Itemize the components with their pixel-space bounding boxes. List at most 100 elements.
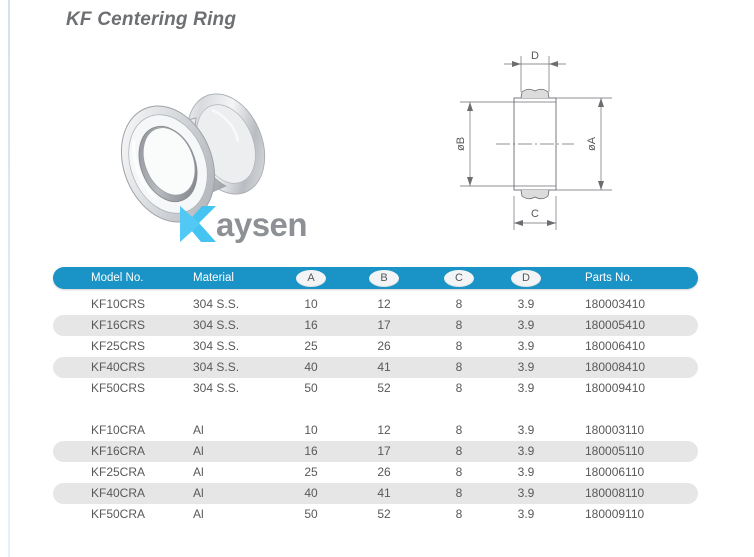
cell-b: 41 (377, 486, 391, 500)
kaysen-logo: aysen (178, 204, 308, 244)
cell-a: 50 (304, 381, 318, 395)
table-row-spacer (53, 399, 698, 420)
cell-model: KF10CRA (91, 423, 146, 437)
cell-b: 41 (377, 360, 391, 374)
cell-parts: 180005110 (585, 444, 645, 458)
specification-table: Model No. Material A B C D Parts No. KF1… (53, 267, 698, 525)
product-image (108, 66, 278, 226)
cell-c: 8 (455, 507, 463, 521)
cell-d: 3.9 (517, 318, 535, 332)
cell-c: 8 (455, 465, 463, 479)
cell-c: 8 (455, 339, 463, 353)
cell-parts: 180003110 (585, 423, 645, 437)
table-row[interactable]: KF50CRA Al 50 52 8 3.9 180009110 (53, 504, 698, 525)
cell-d: 3.9 (517, 360, 535, 374)
cell-a: 50 (304, 507, 318, 521)
cell-model: KF25CRS (91, 339, 146, 353)
column-header-material: Material (193, 272, 234, 284)
cell-b: 17 (377, 444, 391, 458)
cell-a: 40 (304, 486, 318, 500)
cell-parts: 180008410 (585, 360, 646, 374)
cell-b: 52 (377, 381, 391, 395)
cell-c: 8 (455, 444, 463, 458)
cell-b: 17 (377, 318, 391, 332)
page-title: KF Centering Ring (66, 9, 237, 30)
table-row[interactable]: KF50CRS 304 S.S. 50 52 8 3.9 180009410 (53, 378, 698, 399)
cell-d: 3.9 (517, 465, 535, 479)
cell-d: 3.9 (517, 486, 535, 500)
cell-material: 304 S.S. (193, 381, 240, 395)
cell-b: 26 (377, 465, 391, 479)
cell-d: 3.9 (517, 297, 535, 311)
table-row[interactable]: KF25CRS 304 S.S. 25 26 8 3.9 180006410 (53, 336, 698, 357)
cell-c: 8 (455, 486, 463, 500)
cell-a: 16 (304, 444, 318, 458)
technical-drawing: D C øB øA (440, 42, 630, 242)
column-header-badge-c: C (444, 269, 474, 287)
cell-d: 3.9 (517, 423, 535, 437)
cell-material: 304 S.S. (193, 339, 240, 353)
cell-model: KF10CRS (91, 297, 146, 311)
column-header-model: Model No. (91, 272, 144, 284)
cross-section-diagram: D C øB øA (455, 50, 612, 230)
cell-material: Al (193, 486, 204, 500)
cell-model: KF16CRS (91, 318, 146, 332)
dimension-label-b: øB (455, 137, 467, 151)
table-row[interactable]: KF40CRA Al 40 41 8 3.9 180008110 (53, 483, 698, 504)
dimension-label-d: D (531, 50, 539, 62)
cell-c: 8 (455, 381, 463, 395)
cell-parts: 180009110 (585, 507, 645, 521)
cell-model: KF40CRS (91, 360, 146, 374)
cell-c: 8 (455, 423, 463, 437)
cell-material: 304 S.S. (193, 318, 240, 332)
cell-parts: 180006410 (585, 339, 646, 353)
table-row[interactable]: KF25CRA Al 25 26 8 3.9 180006110 (53, 462, 698, 483)
cell-parts: 180009410 (585, 381, 646, 395)
cell-parts: 180005410 (585, 318, 646, 332)
cell-material: Al (193, 465, 204, 479)
cell-a: 25 (304, 465, 318, 479)
table-header-row: Model No. Material A B C D Parts No. (53, 267, 698, 289)
column-header-badge-a: A (296, 269, 326, 287)
cell-model: KF50CRS (91, 381, 146, 395)
cell-parts: 180003410 (585, 297, 646, 311)
kaysen-k-mark-icon (180, 206, 216, 242)
cell-model: KF25CRA (91, 465, 146, 479)
cell-b: 12 (377, 297, 391, 311)
cell-model: KF16CRA (91, 444, 146, 458)
cell-c: 8 (455, 360, 463, 374)
cell-d: 3.9 (517, 507, 535, 521)
cell-material: 304 S.S. (193, 297, 240, 311)
cell-d: 3.9 (517, 381, 535, 395)
cell-c: 8 (455, 318, 463, 332)
cell-d: 3.9 (517, 339, 535, 353)
centering-ring-illustration (120, 93, 266, 223)
logo-wordmark: aysen (216, 205, 308, 243)
cell-material: Al (193, 444, 204, 458)
cell-d: 3.9 (517, 444, 535, 458)
left-edge-rule (8, 0, 10, 557)
column-header-badge-b: B (369, 269, 399, 287)
cell-a: 25 (304, 339, 318, 353)
cell-material: Al (193, 507, 204, 521)
cell-material: 304 S.S. (193, 360, 240, 374)
dimension-label-c: C (531, 208, 539, 220)
cell-parts: 180008110 (585, 486, 645, 500)
table-row[interactable]: KF16CRA Al 16 17 8 3.9 180005110 (53, 441, 698, 462)
cell-model: KF40CRA (91, 486, 146, 500)
dimension-label-a: øA (586, 136, 598, 151)
cell-a: 10 (304, 423, 318, 437)
cell-b: 26 (377, 339, 391, 353)
table-row[interactable]: KF16CRS 304 S.S. 16 17 8 3.9 180005410 (53, 315, 698, 336)
cell-model: KF50CRA (91, 507, 146, 521)
cell-parts: 180006110 (585, 465, 645, 479)
column-header-parts: Parts No. (585, 272, 633, 284)
cell-b: 52 (377, 507, 391, 521)
cell-a: 16 (304, 318, 318, 332)
cell-b: 12 (377, 423, 391, 437)
